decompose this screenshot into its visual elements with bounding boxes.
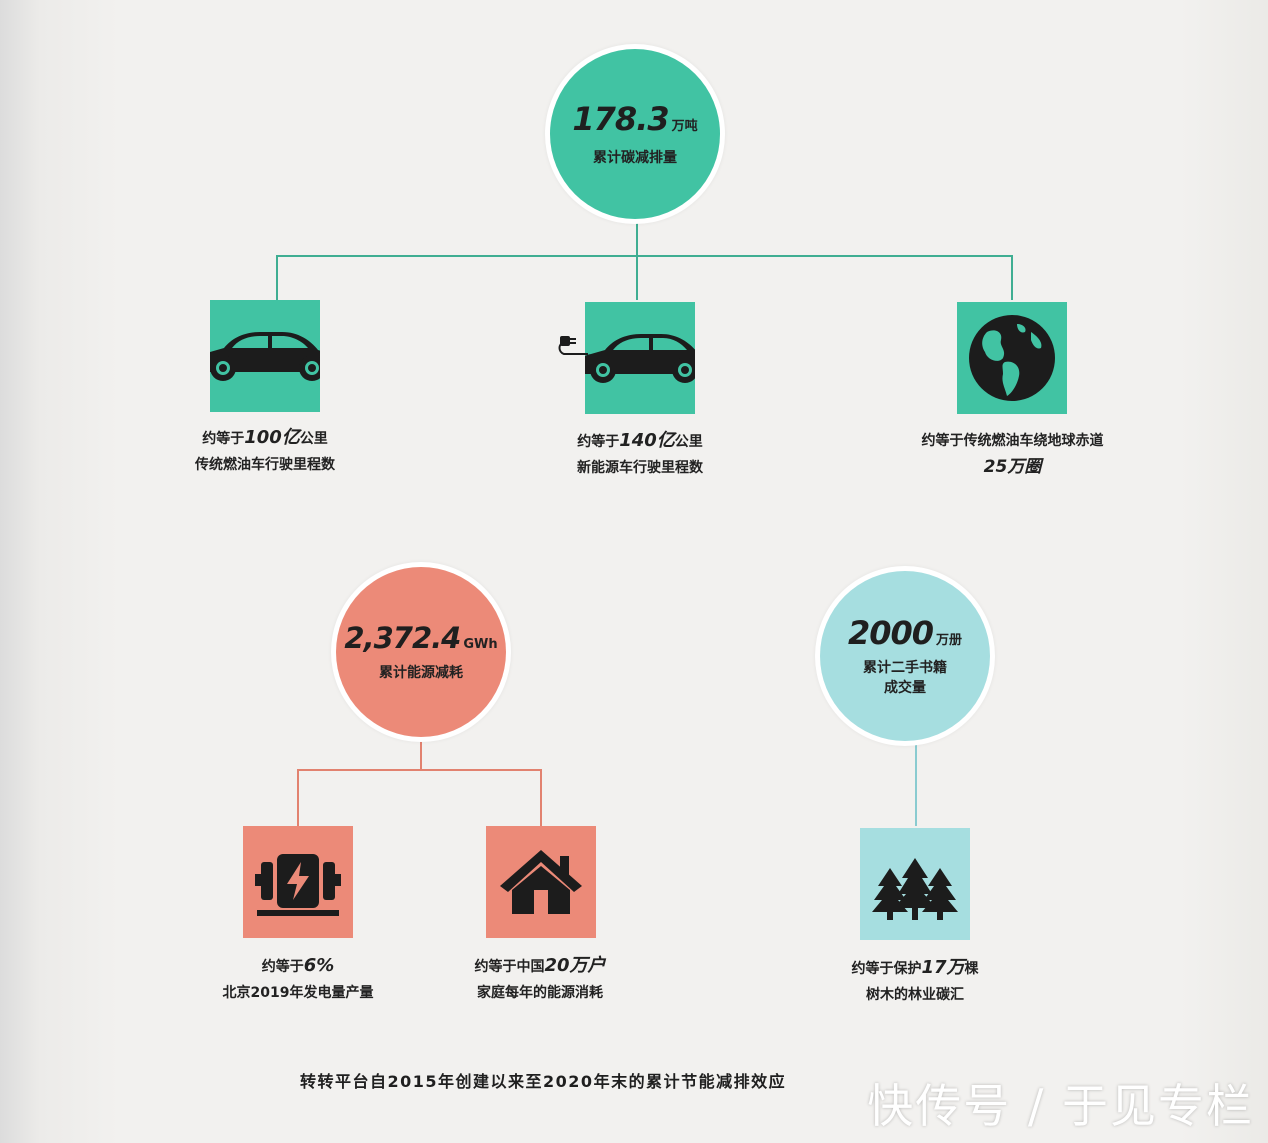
carbon-value: 178.3	[572, 100, 669, 138]
electric-car-caption: 约等于140亿公里 新能源车行驶里程数	[545, 428, 735, 481]
carbon-label: 累计碳减排量	[593, 150, 677, 166]
carbon-connector	[276, 220, 1013, 300]
power-caption: 约等于6% 北京2019年发电量产量	[198, 953, 398, 1006]
electric-car-icon-box	[585, 302, 695, 414]
energy-unit: GWh	[463, 637, 498, 652]
car-caption-suffix: 公里	[299, 431, 328, 447]
power-caption-highlight: 6%	[303, 955, 335, 976]
car-caption-highlight: 100亿	[244, 427, 300, 448]
trees-caption-line2: 树木的林业碳汇	[866, 987, 964, 1003]
globe-caption-line1: 约等于传统燃油车绕地球赤道	[921, 433, 1104, 449]
globe-icon	[969, 315, 1055, 401]
globe-icon-box	[957, 302, 1067, 414]
car-caption-prefix: 约等于	[202, 431, 245, 447]
car-caption-line1: 约等于100亿公里	[170, 425, 360, 452]
house-caption-prefix: 约等于中国	[474, 959, 545, 975]
books-label-line2: 成交量	[884, 680, 926, 696]
power-generator-icon	[255, 854, 341, 916]
electric-car-caption-highlight: 140亿	[619, 430, 675, 451]
car-caption: 约等于100亿公里 传统燃油车行驶里程数	[170, 425, 360, 478]
energy-circle: 2,372.4 GWh 累计能源减耗	[336, 567, 506, 737]
house-icon	[500, 850, 582, 914]
trees-icon-box	[860, 828, 970, 940]
power-caption-line1: 约等于6%	[198, 953, 398, 980]
electric-car-icon	[585, 334, 695, 383]
house-caption-highlight: 20万户	[544, 955, 606, 976]
car-icon	[210, 332, 320, 381]
plug-icon	[558, 336, 588, 355]
books-unit: 万册	[936, 633, 963, 648]
footer-caption: 转转平台自2015年创建以来至2020年末的累计节能减排效应	[300, 1072, 787, 1091]
energy-value: 2,372.4	[344, 621, 461, 655]
house-caption: 约等于中国20万户 家庭每年的能源消耗	[440, 953, 640, 1006]
trees-icon	[872, 858, 958, 920]
power-caption-prefix: 约等于	[261, 959, 304, 975]
electric-car-caption-prefix: 约等于	[577, 434, 620, 450]
globe-caption-line2: 25万圈	[983, 457, 1042, 477]
trees-caption-suffix: 棵	[964, 961, 979, 977]
electric-car-caption-line1: 约等于140亿公里	[545, 428, 735, 455]
watermark: 快传号 / 于见专栏	[867, 1079, 1254, 1133]
house-caption-line2: 家庭每年的能源消耗	[477, 985, 603, 1001]
energy-label: 累计能源减耗	[379, 665, 463, 681]
books-circle: 2000 万册 累计二手书籍 成交量	[820, 571, 990, 741]
books-label-line1: 累计二手书籍	[863, 660, 947, 676]
books-value: 2000	[847, 614, 934, 652]
power-caption-line2: 北京2019年发电量产量	[222, 985, 374, 1001]
carbon-unit: 万吨	[671, 119, 698, 134]
trees-caption-prefix: 约等于保护	[851, 961, 922, 977]
car-caption-line2: 传统燃油车行驶里程数	[195, 457, 335, 473]
trees-caption-highlight: 17万	[921, 957, 965, 978]
electric-car-caption-suffix: 公里	[674, 434, 703, 450]
trees-caption-line1: 约等于保护17万棵	[815, 955, 1015, 982]
carbon-circle: 178.3 万吨 累计碳减排量	[550, 49, 720, 219]
power-generator-icon-box	[243, 826, 353, 938]
trees-caption: 约等于保护17万棵 树木的林业碳汇	[815, 955, 1015, 1008]
house-caption-line1: 约等于中国20万户	[440, 953, 640, 980]
house-icon-box	[486, 826, 596, 938]
energy-connector	[297, 740, 542, 826]
car-icon-box	[210, 300, 320, 412]
globe-caption: 约等于传统燃油车绕地球赤道 25万圈	[905, 428, 1120, 480]
electric-car-caption-line2: 新能源车行驶里程数	[577, 460, 703, 476]
